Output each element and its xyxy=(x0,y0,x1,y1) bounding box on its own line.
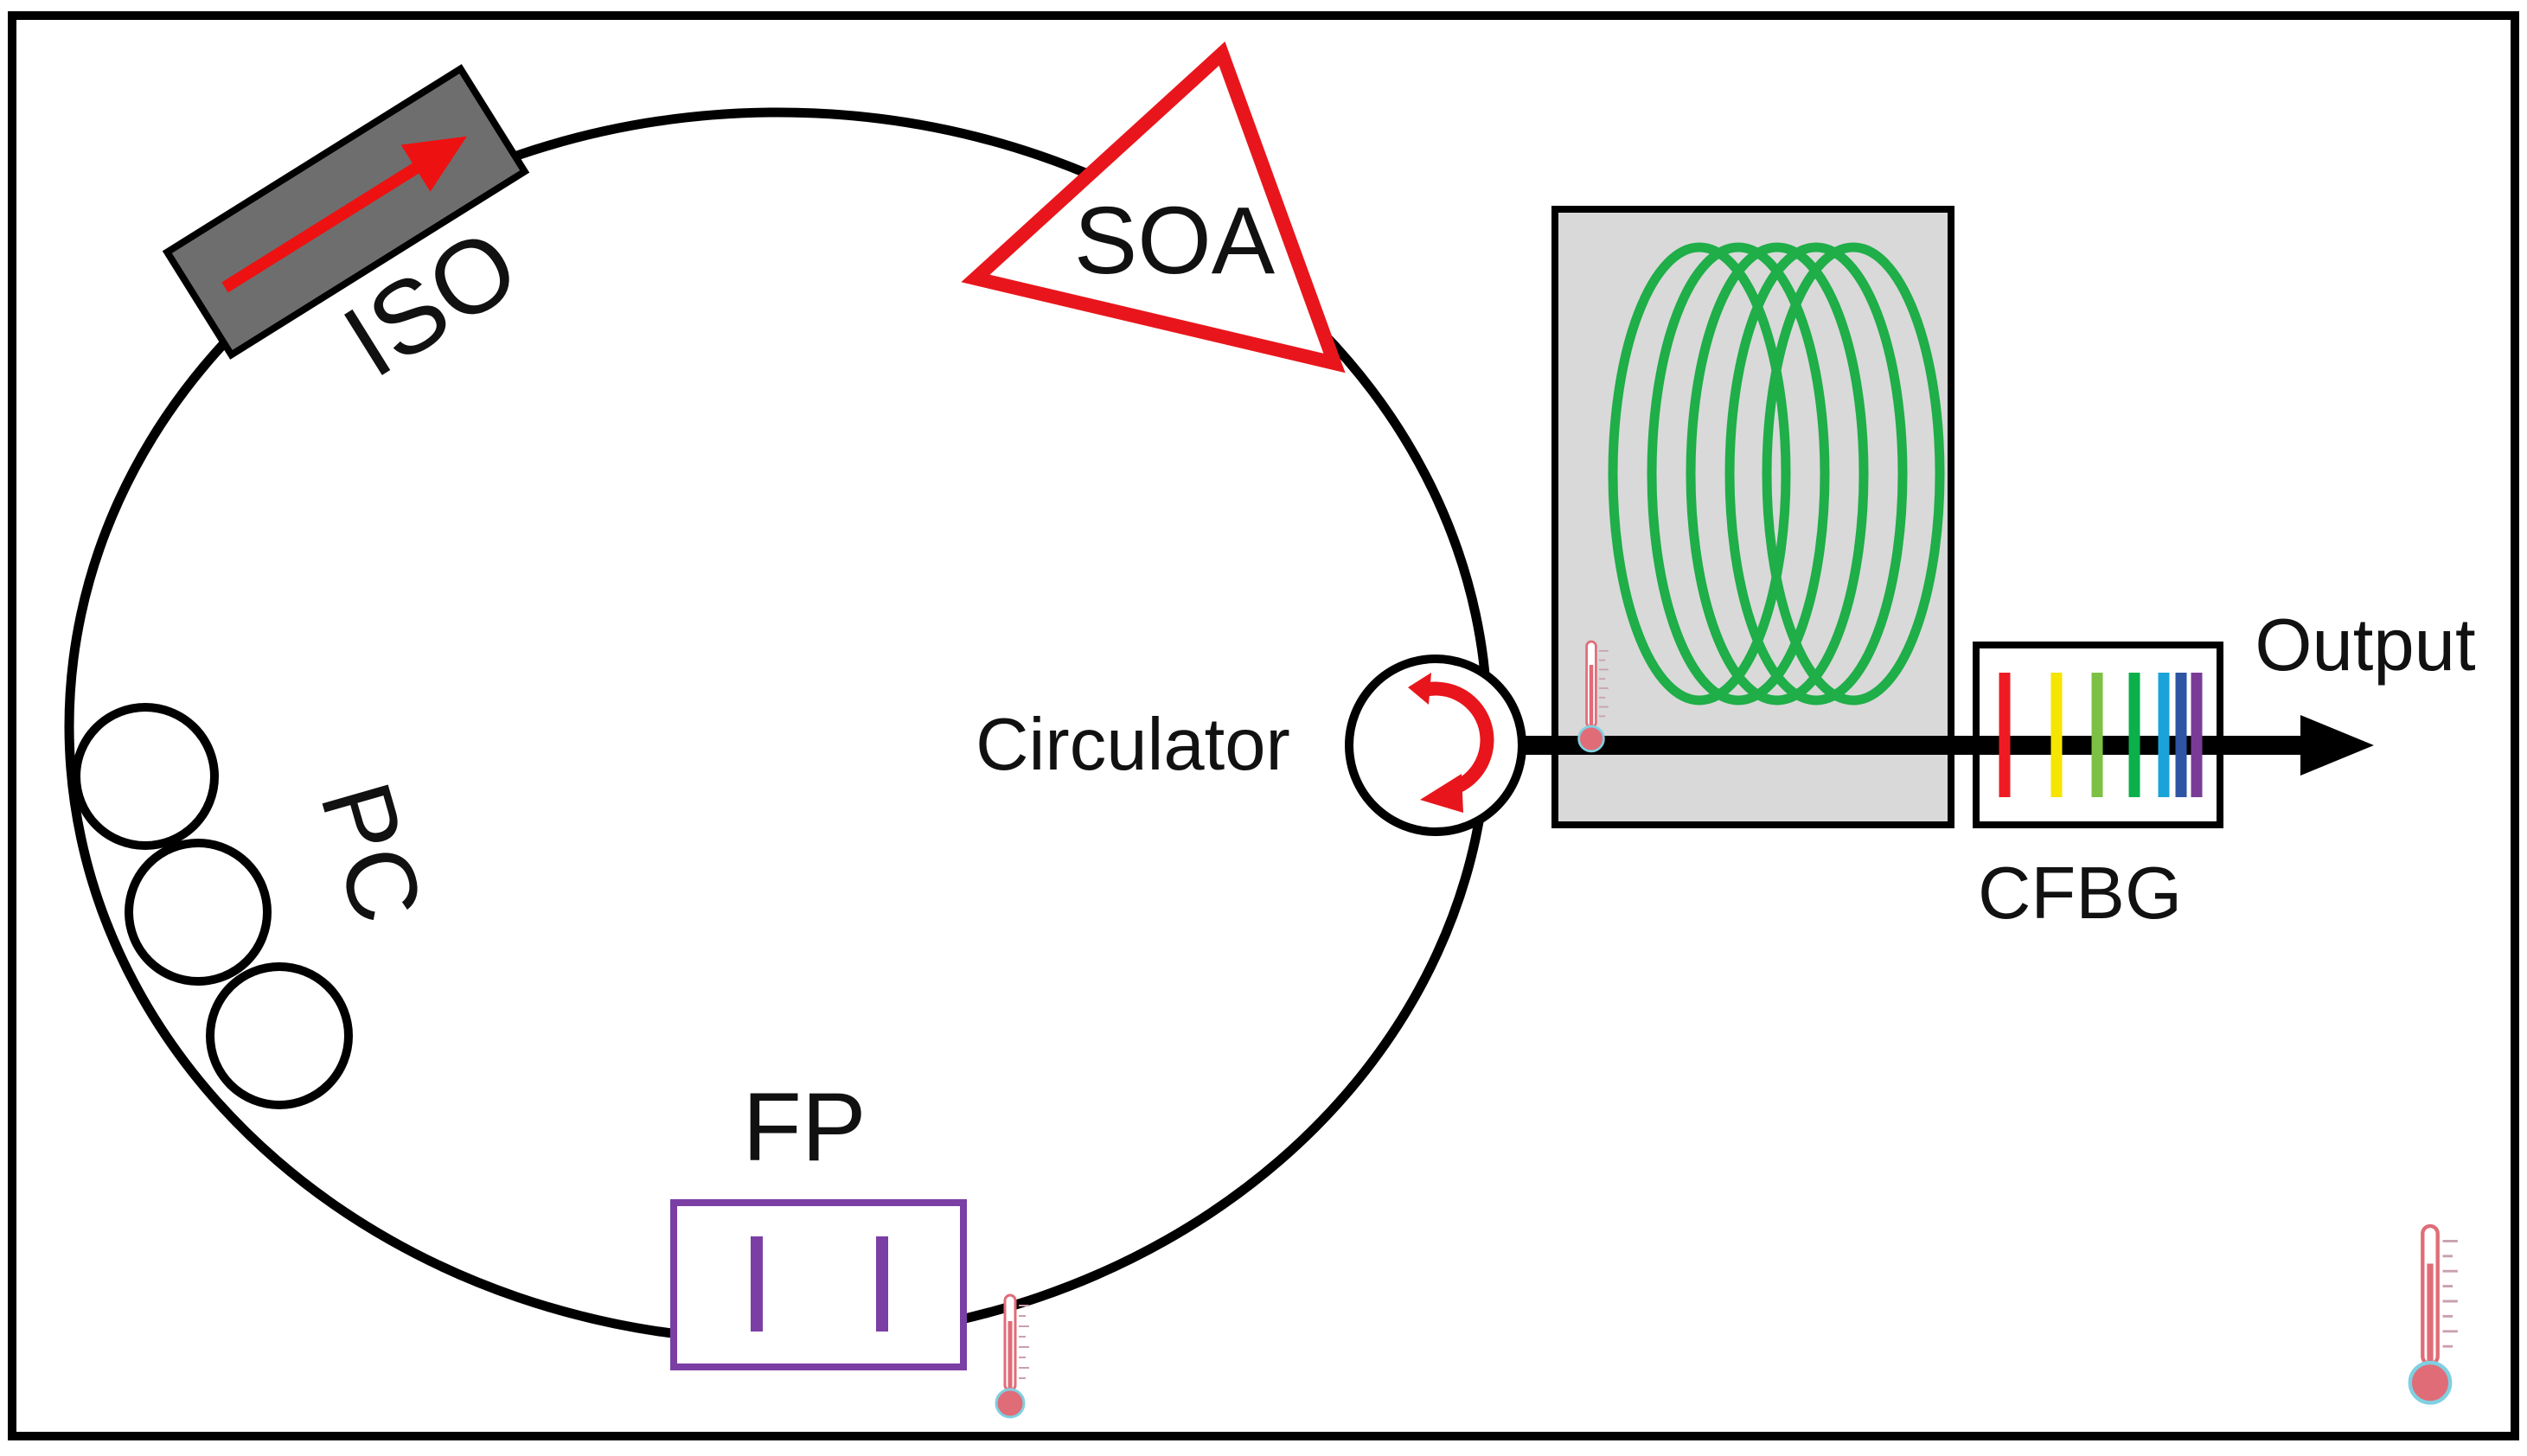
cfbg-label: CFBG xyxy=(1978,853,2182,935)
soa-triangle xyxy=(961,42,1346,374)
circulator xyxy=(1345,655,1526,836)
circulator-label: Circulator xyxy=(976,704,1290,786)
fp-label: FP xyxy=(742,1073,866,1181)
soa-label: SOA xyxy=(1074,188,1276,294)
arrow-right-icon xyxy=(221,136,467,293)
cfbg-grating xyxy=(1973,642,2223,828)
output-label: Output xyxy=(2255,604,2475,686)
fabry-perot-filter xyxy=(670,1199,967,1370)
circular-arrow-icon xyxy=(1408,673,1494,813)
fiber-spool xyxy=(1551,206,1954,828)
polarization-controller xyxy=(72,703,353,1109)
arrow-head-icon xyxy=(2300,715,2374,776)
isolator xyxy=(162,64,530,360)
